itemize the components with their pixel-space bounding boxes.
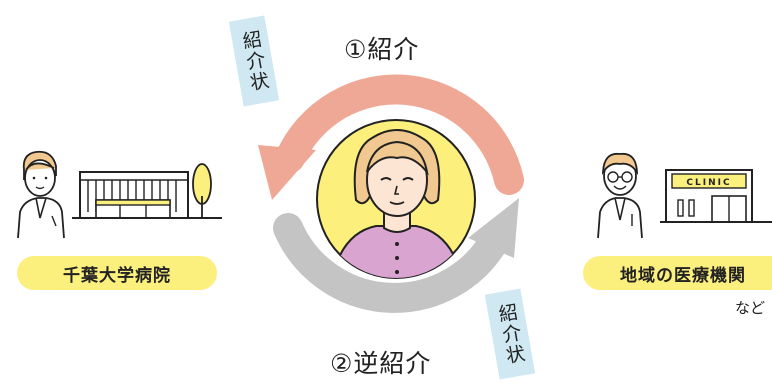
clinic-sign-text: CLINIC	[686, 178, 731, 188]
doctor-left-icon	[17, 150, 65, 239]
hospital-building-icon	[72, 163, 222, 219]
patient-avatar	[316, 119, 476, 279]
referral-letter-text: 紹介状	[494, 300, 527, 367]
referral-label: ①紹介	[344, 35, 420, 64]
reverse-referral-arrow	[273, 198, 519, 313]
reverse-referral-label: ②逆紹介	[330, 349, 432, 378]
clinic-building-icon: CLINIC	[660, 169, 772, 223]
referral-letter-text: 紹介状	[238, 27, 271, 94]
chiba-hospital-label: 千葉大学病院	[17, 256, 217, 290]
referral-arrow	[258, 74, 524, 200]
local-clinic-label: 地域の医療機関	[583, 256, 772, 290]
etc-suffix: など	[735, 299, 766, 317]
doctor-right-icon	[597, 152, 643, 239]
